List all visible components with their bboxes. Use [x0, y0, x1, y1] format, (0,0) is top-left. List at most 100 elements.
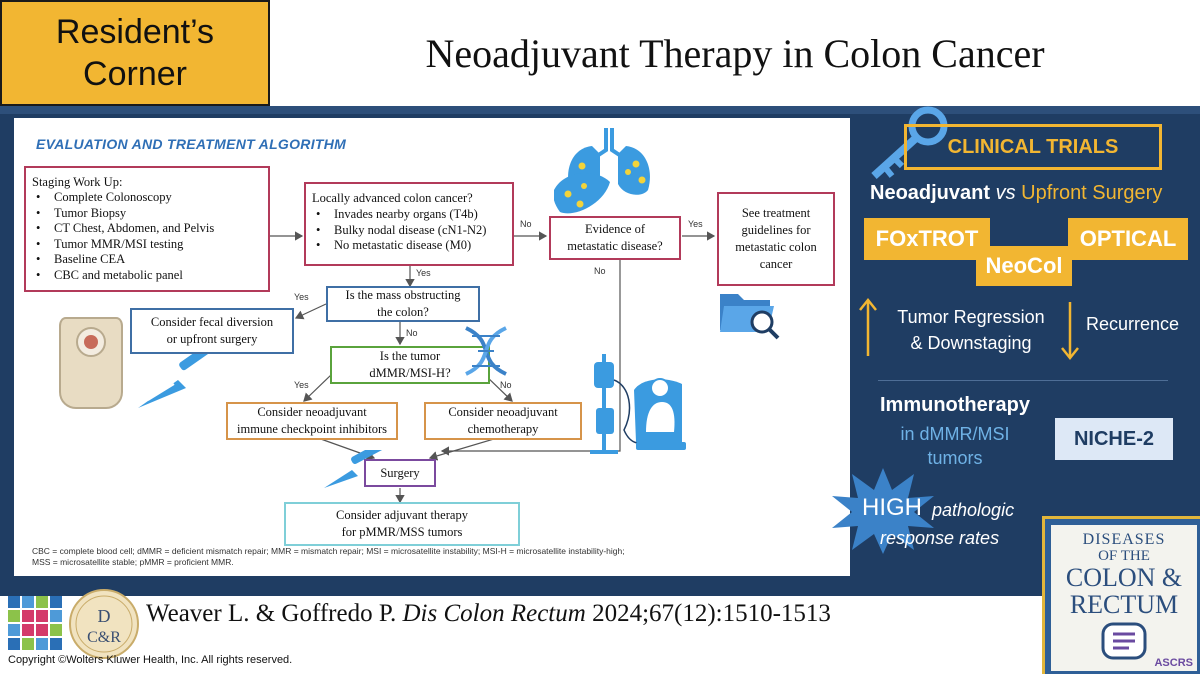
staging-workup-box: Staging Work Up: Complete Colonoscopy Tu… [24, 166, 270, 292]
label-no-advanced: No [520, 219, 532, 229]
fecal-line2: or upfront surgery [166, 332, 258, 346]
chemo-line2: chemotherapy [467, 422, 539, 436]
tumors-line: tumors [927, 448, 983, 468]
cover-of-the: OF THE [1098, 548, 1150, 564]
criteria-item: No metastatic disease (M0) [312, 238, 506, 254]
arrow-up-icon [859, 298, 877, 356]
ascrs-logo-icon [1101, 622, 1147, 660]
scalpel-icon [138, 354, 219, 408]
residents-corner-line1: Resident’s [55, 13, 215, 51]
locally-advanced-box: Locally advanced colon cancer? Invades n… [304, 182, 514, 266]
surgery-scalpel-icon [324, 450, 385, 488]
page-title: Neoadjuvant Therapy in Colon Cancer [425, 30, 1045, 76]
citation: Weaver L. & Goffredo P. Dis Colon Rectum… [146, 600, 831, 628]
obstructing-line1: Is the mass obstructing [345, 288, 461, 302]
response-rates-label: response rates [880, 528, 1000, 548]
recurrence-text: Recurrence [1086, 314, 1180, 334]
label-no-obstructing: No [406, 328, 418, 338]
lung-liver-icon [554, 128, 650, 214]
cover-society: ASCRS [1154, 657, 1193, 669]
metastatic-line1: Evidence of [584, 222, 646, 236]
guidelines-line3: metastatic colon [735, 240, 817, 254]
neoadjuvant-label: Neoadjuvant [870, 182, 991, 204]
label-yes-obstructing: Yes [294, 292, 309, 302]
dmmr-line1: Is the tumor [379, 349, 441, 363]
fecal-diversion-box: Consider fecal diversion or upfront surg… [130, 308, 294, 354]
chemo-infusion-icon [590, 354, 686, 454]
upfront-label: Upfront Surgery [1021, 182, 1163, 204]
criteria-item: Invades nearby organs (T4b) [312, 207, 506, 223]
citation-reference: 2024;67(12):1510-1513 [592, 600, 831, 627]
niche2-tag: NICHE-2 [1055, 418, 1173, 460]
svg-text:C&R: C&R [87, 629, 121, 646]
staging-title: Staging Work Up: [32, 175, 123, 189]
folder-search-icon [720, 294, 780, 340]
dmmr-line2: dMMR/MSI-H? [369, 366, 451, 380]
staging-item: Baseline CEA [32, 252, 262, 268]
citation-journal: Dis Colon Rectum [402, 600, 586, 627]
label-no-metastatic: No [594, 266, 606, 276]
label-no-dmmr: No [500, 380, 512, 390]
guidelines-line2: guidelines for [741, 223, 811, 237]
citation-authors: Weaver L. & Goffredo P. [146, 600, 397, 627]
obstructing-mass-box: Is the mass obstructing the colon? [326, 286, 480, 322]
ostomy-bag-icon [59, 317, 123, 409]
tumor-regression-text: Tumor Regression & Downstaging [886, 304, 1056, 356]
cover-colon: COLON & [1065, 563, 1183, 592]
tumor-regression-line: Tumor Regression [897, 307, 1045, 327]
cover-rectum: RECTUM [1069, 590, 1179, 619]
staging-item: CT Chest, Abdomen, and Pelvis [32, 221, 262, 237]
downstaging-line: & Downstaging [910, 333, 1032, 353]
starburst-icon [832, 468, 934, 554]
copyright-notice: Copyright ©Wolters Kluwer Health, Inc. A… [8, 654, 293, 666]
staging-item: Tumor MMR/MSI testing [32, 237, 262, 253]
arrow-obstructing-to-fecal [294, 303, 327, 320]
obstructing-line2: the colon? [377, 305, 429, 319]
chemo-line1: Consider neoadjuvant [448, 405, 558, 419]
immune-line2: immune checkpoint inhibitors [237, 422, 387, 436]
staging-item: Tumor Biopsy [32, 206, 262, 222]
footnote-line1: CBC = complete blood cell; dMMR = defici… [32, 546, 625, 556]
adjuvant-therapy-box: Consider adjuvant therapy for pMMR/MSS t… [284, 502, 520, 546]
staging-item: CBC and metabolic panel [32, 268, 262, 284]
fecal-line1: Consider fecal diversion [150, 315, 274, 329]
neocol-tag: NeoCol [976, 246, 1072, 286]
surgery-box: Surgery [364, 459, 436, 487]
guidelines-line1: See treatment [741, 206, 811, 220]
algorithm-heading: EVALUATION AND TREATMENT ALGORITHM [36, 136, 347, 152]
journal-cover: DISEASES OF THE COLON & RECTUM ASCRS [1042, 516, 1200, 674]
pathologic-label: pathologic [932, 500, 1015, 520]
divider [878, 380, 1168, 381]
adjuvant-line2: for pMMR/MSS tumors [341, 525, 463, 539]
label-yes-advanced: Yes [416, 268, 431, 278]
abbreviations-footnote: CBC = complete blood cell; dMMR = defici… [32, 546, 842, 568]
arrow-metastatic-no-to-surgery [440, 251, 621, 456]
neoadjuvant-chemo-box: Consider neoadjuvant chemotherapy [424, 402, 582, 440]
arrow-dmmr-to-immune [303, 373, 333, 402]
immunotherapy-subtext: in dMMR/MSI tumors [870, 422, 1040, 470]
foxtrot-tag: FOxTROT [864, 218, 990, 260]
treatment-guidelines-box: See treatment guidelines for metastatic … [717, 192, 835, 286]
optical-tag: OPTICAL [1068, 218, 1188, 260]
label-yes-metastatic: Yes [688, 219, 703, 229]
frame-strip [0, 106, 1200, 114]
algorithm-panel: EVALUATION AND TREATMENT ALGORITHM Stagi… [14, 118, 850, 576]
staging-item: Complete Colonoscopy [32, 190, 262, 206]
neoadjuvant-immune-box: Consider neoadjuvant immune checkpoint i… [226, 402, 398, 440]
high-label: HIGH [862, 494, 922, 521]
arrow-down-icon [1061, 302, 1079, 360]
locally-advanced-title: Locally advanced colon cancer? [312, 191, 473, 205]
vs-label: vs [995, 182, 1016, 204]
dcr-seal-icon: D C&R [69, 589, 139, 659]
immune-line1: Consider neoadjuvant [257, 405, 367, 419]
adjuvant-line1: Consider adjuvant therapy [336, 508, 468, 522]
guidelines-line4: cancer [759, 257, 793, 271]
metastatic-line2: metastatic disease? [567, 239, 663, 253]
clinical-trials-heading: CLINICAL TRIALS [904, 124, 1162, 170]
wolters-kluwer-logo-icon [8, 596, 62, 650]
label-yes-dmmr: Yes [294, 380, 309, 390]
footnote-line2: MSS = microsatellite stable; pMMR = prof… [32, 557, 234, 567]
immunotherapy-heading: Immunotherapy [879, 394, 1031, 416]
metastatic-disease-box: Evidence of metastatic disease? [549, 216, 681, 260]
cover-diseases: DISEASES [1082, 531, 1166, 548]
